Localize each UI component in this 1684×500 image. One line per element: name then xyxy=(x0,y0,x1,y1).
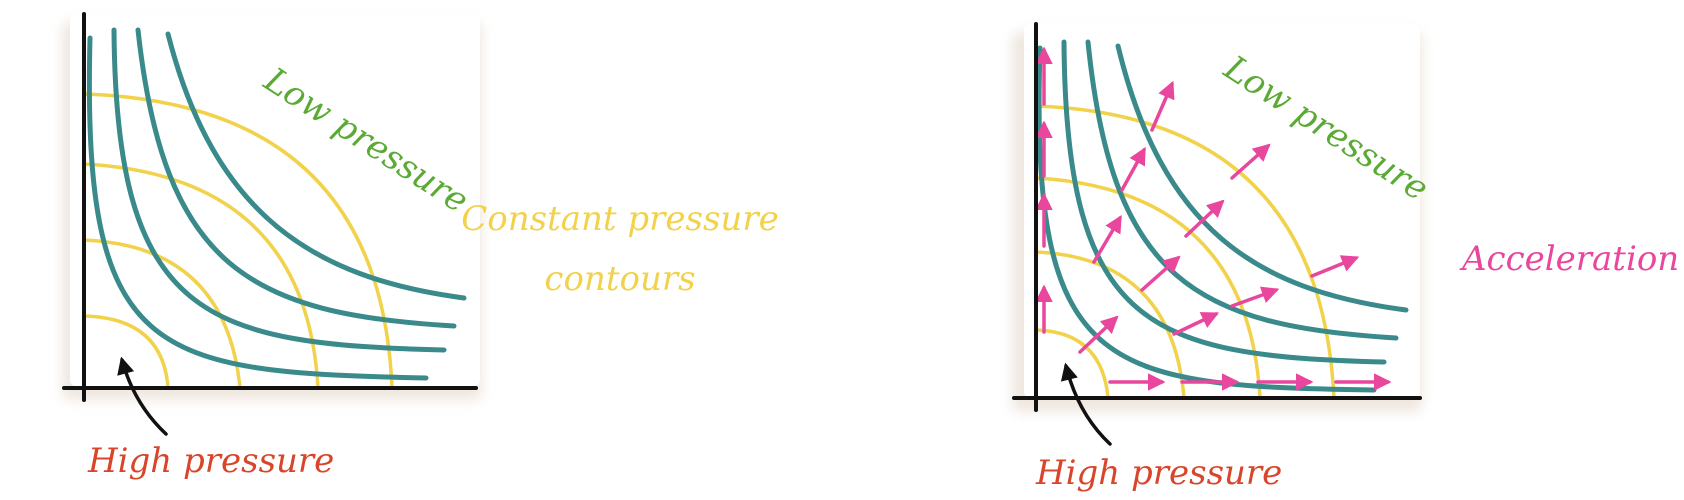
right-pressure-contours xyxy=(1034,104,1336,400)
right-streamline-2 xyxy=(1061,39,1387,365)
left-high-pressure-pointer-arrow xyxy=(117,356,168,436)
left-contour-4 xyxy=(82,92,394,390)
acceleration-arrow xyxy=(1120,146,1146,192)
acceleration-arrow xyxy=(1172,312,1220,336)
left-panel: Low pressure Constant pressure contours … xyxy=(62,12,779,481)
right-streamline-3 xyxy=(1085,39,1399,341)
right-high-pressure-label: High pressure xyxy=(1035,453,1282,493)
left-streamline-3 xyxy=(135,27,457,329)
right-high-pressure-pointer-arrow xyxy=(1060,362,1112,446)
left-contour-1 xyxy=(82,314,170,390)
left-streamline-1 xyxy=(86,35,429,381)
right-contour-4 xyxy=(1034,104,1336,400)
right-contour-1 xyxy=(1034,328,1110,400)
acceleration-arrow xyxy=(1230,286,1280,308)
acceleration-arrow xyxy=(1092,214,1122,264)
left-streamline-4 xyxy=(165,31,467,301)
acceleration-arrow xyxy=(1230,143,1271,180)
acceleration-arrow xyxy=(1078,315,1119,354)
left-high-pressure-label: High pressure xyxy=(87,441,334,481)
right-axes xyxy=(1012,22,1422,412)
right-streamlines xyxy=(1036,39,1409,393)
left-contour-2 xyxy=(82,238,242,390)
acceleration-arrow xyxy=(1140,255,1181,292)
acceleration-label: Acceleration xyxy=(1459,239,1679,279)
constant-pressure-contours-label-line1: Constant pressure xyxy=(461,199,778,239)
constant-pressure-contours-label-line2: contours xyxy=(544,259,695,299)
right-panel: Low pressure Acceleration High pressure xyxy=(1012,22,1679,493)
left-contour-3 xyxy=(82,162,320,390)
right-contour-3 xyxy=(1034,176,1262,400)
right-streamline-4 xyxy=(1115,43,1409,313)
right-streamline-1 xyxy=(1036,45,1377,393)
acceleration-arrow xyxy=(1184,199,1225,238)
acceleration-arrow xyxy=(1150,80,1175,132)
left-streamline-2 xyxy=(111,27,447,353)
right-contour-2 xyxy=(1034,250,1186,400)
acceleration-arrows xyxy=(1035,46,1392,391)
left-streamlines xyxy=(86,27,467,381)
acceleration-arrow xyxy=(1310,255,1360,278)
left-pressure-contours xyxy=(82,92,394,390)
